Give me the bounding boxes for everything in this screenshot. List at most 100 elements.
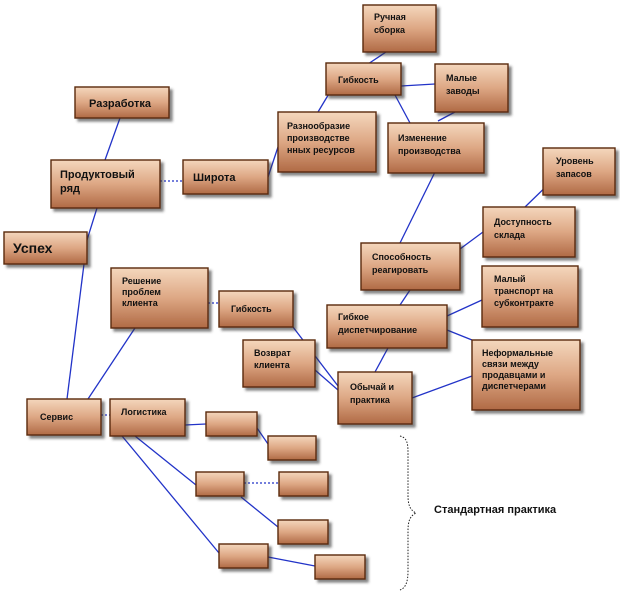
node-uroven-zapasov: Уровень запасов — [542, 147, 616, 196]
edge-sposobnost-dostupnost — [459, 231, 484, 250]
node-gibkoe-disp: Гибкое диспетчирование — [326, 304, 448, 349]
node-label-line: Уровень — [556, 156, 594, 166]
blank-box-7 — [314, 554, 366, 580]
edge-obychai-neformalnye — [411, 375, 473, 399]
node-label: Возврат клиента — [254, 348, 291, 370]
node-gibkost-mid: Гибкость — [218, 290, 294, 328]
node-servis: Сервис — [26, 398, 102, 436]
node-label-line: клиента — [122, 298, 159, 308]
node-label-line: ряд — [60, 183, 80, 195]
node-label-line: клиента — [254, 360, 291, 370]
edge-reshenie-servis — [87, 327, 136, 400]
node-label-line: Возврат — [254, 348, 291, 358]
node-ruchnaya-sborka: Ручная сборка — [362, 4, 437, 53]
node-label-line: производстве — [287, 133, 350, 143]
edge-b3-b6 — [240, 496, 279, 528]
edge-gibkost-izmenenie — [394, 94, 411, 124]
node-label-line: связи между — [482, 359, 539, 369]
node-vozvrat: Возврат клиента — [242, 339, 316, 388]
edge-razrabotka-produktovy — [104, 117, 121, 161]
node-raznoobrazie: Разнообразие производстве нных ресурсов — [277, 111, 377, 173]
node-label-line: Логистика — [121, 407, 168, 417]
edge-shirota-raznoobrazie — [267, 143, 280, 178]
node-label-line: склада — [494, 230, 526, 240]
node-label-line: субконтракте — [494, 298, 554, 308]
node-label-line: Гибкость — [338, 75, 379, 85]
edge-izmenenie-malye — [437, 111, 456, 122]
node-label-line: Широта — [193, 172, 236, 184]
node-label-line: Изменение — [398, 133, 447, 143]
edge-logistika-b1 — [184, 423, 207, 426]
edge-gibkost-ruchnaya — [367, 51, 387, 65]
node-label-line: Обычай и — [350, 382, 394, 392]
node-label: Уровень запасов — [556, 156, 594, 179]
node-label-line: нных ресурсов — [287, 145, 355, 155]
node-label-line: Доступность — [494, 217, 552, 227]
edge-b5-b7 — [267, 556, 316, 567]
node-label-line: Гибкость — [231, 304, 272, 314]
node-label-line: проблем — [122, 287, 161, 297]
node-label: Изменение производства — [398, 133, 462, 156]
blank-box-3 — [195, 471, 245, 497]
node-label-line: Малые — [446, 73, 477, 83]
node-label-line: Успех — [13, 240, 53, 256]
node-label: Разработка — [89, 98, 152, 110]
node-label-line: продавцами и — [482, 370, 545, 380]
standard-practice-caption: Стандартная практика — [434, 504, 557, 516]
node-label: Доступность склада — [494, 217, 552, 240]
nodes: Ручная сборка Гибкость Малые заводы Разраб… — [3, 4, 616, 580]
edge-uspekh-servis — [66, 263, 85, 400]
node-uspekh: Успех — [3, 231, 88, 265]
node-label-line: транспорт на — [494, 286, 554, 296]
node-label-line: диспетчирование — [338, 325, 417, 335]
node-label-line: Сервис — [40, 412, 73, 422]
blank-box-4 — [278, 471, 329, 497]
node-logistika: Логистика — [109, 398, 186, 437]
node-label-line: Малый — [494, 274, 526, 284]
node-label-line: Гибкое — [338, 312, 369, 322]
node-label-line: практика — [350, 395, 391, 405]
node-obychai: Обычай и практика — [337, 371, 413, 425]
edge-logistika-b3 — [134, 435, 197, 486]
edge-gibkoe-maly — [446, 299, 483, 317]
node-label: Гибкость — [338, 75, 379, 85]
node-label: Гибкое диспетчирование — [338, 312, 417, 335]
node-label-line: Способность — [372, 252, 432, 262]
edge-produktovy-uspekh — [86, 207, 98, 241]
curly-brace — [399, 435, 418, 591]
node-label-line: производства — [398, 146, 462, 156]
blank-box-1 — [205, 411, 258, 437]
node-label-line: диспетчерами — [482, 381, 546, 391]
node-label-line: реагировать — [372, 265, 429, 275]
edge-b1-b2 — [256, 427, 269, 445]
node-label: Обычай и практика — [350, 382, 394, 405]
node-label: Ручная сборка — [374, 12, 406, 35]
node-label: Малый транспорт на субконтракте — [494, 274, 554, 308]
edge-gibkoe-neformalnye — [446, 329, 473, 341]
node-produktovy-ryad: Продуктовый ряд — [50, 159, 161, 209]
node-label-line: Продуктовый — [60, 169, 135, 181]
node-gibkost-top: Гибкость — [325, 62, 402, 96]
node-label: Гибкость — [231, 304, 272, 314]
node-dostupnost-sklada: Доступность склада — [482, 206, 576, 258]
edge-gibkost-malye — [400, 83, 436, 87]
node-label-line: сборка — [374, 25, 406, 35]
node-label-line: запасов — [556, 169, 592, 179]
node-label: Разнообразие производстве нных ресурсов — [287, 121, 355, 155]
edge-gibkoe-obychai — [374, 347, 389, 373]
node-label: Продуктовый ряд — [60, 169, 135, 195]
blank-box-5 — [277, 519, 329, 545]
node-label-line: Разнообразие — [287, 121, 350, 131]
node-label-line: заводы — [446, 86, 480, 96]
edge-izmenenie-sposobnost — [399, 171, 436, 244]
node-label-line: Разработка — [89, 98, 152, 110]
node-label-line: Ручная — [374, 12, 406, 22]
node-label: Широта — [193, 172, 236, 184]
edge-vozvrat-obychai — [314, 369, 339, 391]
node-izmenenie: Изменение производства — [387, 122, 485, 174]
node-shirota: Широта — [182, 159, 269, 195]
